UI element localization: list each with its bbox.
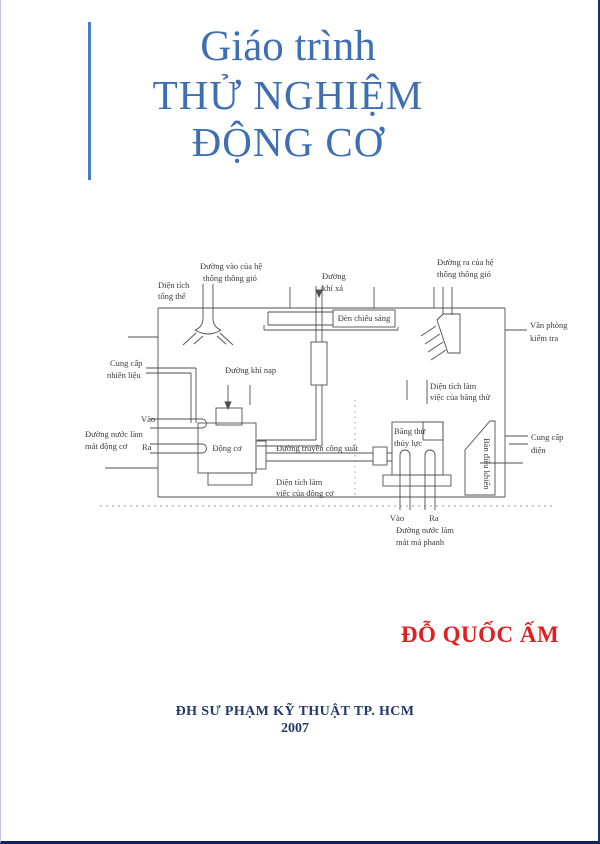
brake-water-pipes	[399, 449, 436, 510]
label-office: kiểm tra	[530, 333, 558, 343]
label-light: Đèn chiếu sáng	[338, 313, 391, 323]
ventilation-outlet-duct	[420, 287, 461, 361]
author-name: ĐỖ QUỐC ẤM	[400, 622, 560, 647]
label-brake-water: Đường nước làm	[396, 525, 454, 535]
label-engine-water: Đường nước làm	[85, 429, 143, 439]
label-brake-water: mát má phanh	[396, 537, 445, 547]
engine-block	[197, 422, 267, 486]
title-line-series: Giáo trình	[200, 23, 376, 70]
title-block: Giáo trình THỬ NGHIỆM ĐỘNG CƠ	[92, 22, 484, 166]
label-vent-out: thống thông gió	[437, 269, 491, 279]
publication-year: 2007	[281, 721, 309, 736]
label-engine-area: Diện tích làm	[276, 477, 323, 487]
label-power-supply: điện	[531, 445, 546, 455]
title-line-main-2: ĐỘNG CƠ	[191, 119, 385, 165]
label-vent-in: Đường vào của hệ	[200, 261, 262, 271]
exhaust-pipe	[257, 286, 328, 447]
label-engine-area: việc của động cơ	[276, 488, 334, 498]
hydraulic-dyno	[382, 421, 452, 487]
label-engine: Động cơ	[212, 443, 242, 453]
fuel-supply-line	[146, 367, 197, 423]
publisher-block: ĐH SƯ PHẠM KỸ THUẬT TP. HCM 2007	[0, 704, 590, 737]
label-dyno: thủy lực	[394, 438, 422, 448]
label-office: Văn phòng	[530, 320, 568, 330]
label-power-supply: Cung cấp	[531, 432, 563, 442]
publisher-name: ĐH SƯ PHẠM KỸ THUẬT TP. HCM	[175, 704, 415, 719]
label-intake: Đường khí nạp	[225, 365, 276, 375]
roof-stubs	[289, 287, 435, 308]
label-dyno-area: việc của băng thử	[430, 392, 490, 402]
label-vent-out: Đường ra của hệ	[437, 257, 494, 267]
label-fuel: nhiên liệu	[107, 370, 142, 380]
label-exhaust: Đường	[322, 271, 346, 281]
title-accent-rule	[88, 22, 91, 180]
ventilation-inlet-duct	[182, 284, 234, 346]
label-engine-water: mát động cơ	[85, 441, 128, 451]
label-dyno-area: Diện tích làm	[430, 381, 477, 391]
label-brake-water-in: Vào	[390, 513, 404, 523]
test-room-outline	[157, 307, 506, 498]
label-engine-water-out: Ra	[142, 442, 152, 452]
label-engine-water-in: Vào	[141, 414, 155, 424]
leader-lines	[128, 329, 528, 464]
label-power-line: Đường truyền công suất	[276, 443, 359, 453]
label-fuel: Cung cấp	[110, 358, 142, 368]
engine-cooling-pipes	[105, 418, 207, 469]
floor-hatch-lines	[100, 400, 555, 507]
control-panel-box	[464, 420, 496, 496]
title-line-main-1: THỬ NGHIỆM	[152, 72, 424, 118]
engine-test-cell-diagram: Diện tích tổng thể Đường vào của hệ thốn…	[85, 257, 568, 547]
label-dyno: Băng thử	[394, 426, 426, 436]
label-overall-area: Diện tích	[158, 280, 190, 290]
label-control-panel: Bàn điều khiển	[482, 438, 492, 490]
label-brake-water-out: Ra	[429, 513, 439, 523]
label-vent-in: thống thông gió	[203, 273, 257, 283]
intake-air-lines	[215, 385, 251, 426]
label-exhaust: khí xả	[322, 283, 343, 293]
label-overall-area: tổng thể	[158, 291, 186, 301]
driveshaft	[266, 446, 392, 466]
